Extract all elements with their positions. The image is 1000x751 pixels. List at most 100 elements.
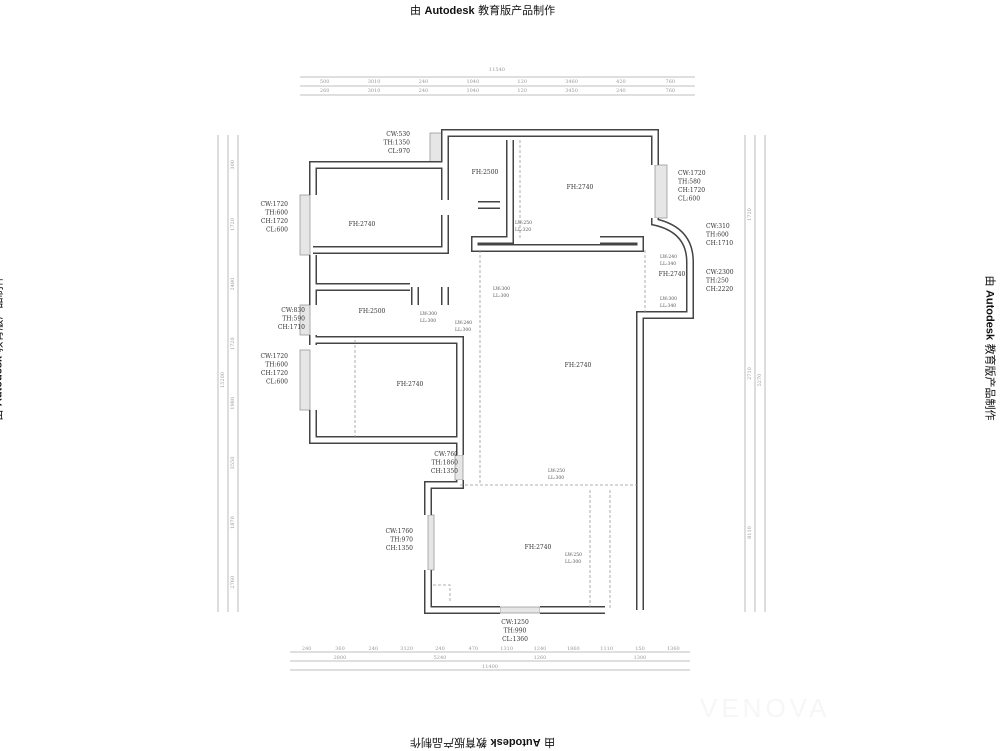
wall — [471, 140, 644, 252]
wall-core — [425, 480, 463, 515]
annotation-text: CW:310 — [706, 223, 730, 230]
dimension-total: 11540 — [489, 67, 505, 73]
annotation-text: FH:2740 — [349, 221, 376, 228]
annotation-text: CL:600 — [266, 379, 288, 386]
dimension-label: 3120 — [400, 646, 413, 652]
annotation-text: LW:250 — [565, 552, 582, 558]
dimension-label: 120 — [517, 79, 527, 85]
annotation-text: LL:300 — [455, 327, 471, 333]
annotation-text: FH:2740 — [525, 544, 552, 551]
dimension-label: 1720 — [230, 337, 236, 350]
dimension-label: 240 — [302, 646, 312, 652]
dimension-label: 420 — [616, 79, 626, 85]
dimension-label: 2480 — [230, 278, 236, 291]
annotation-text: TH:580 — [678, 179, 701, 186]
dimension-label: 3550 — [230, 457, 236, 470]
wall-core — [313, 215, 448, 253]
annotation-text: FH:2740 — [565, 362, 592, 369]
annotation-text: CH:1710 — [278, 324, 305, 331]
wall-core — [637, 218, 693, 610]
annotation-text: TH:600 — [706, 232, 729, 239]
wall-core — [310, 410, 463, 455]
dimension-label: 1040 — [466, 88, 479, 94]
partition-line — [433, 584, 451, 603]
annotation-text: LL:300 — [493, 293, 509, 299]
partition-lines — [354, 140, 646, 610]
annotation-text: LW:250 — [548, 468, 565, 474]
dimension-label: 500 — [320, 79, 330, 85]
wall-core — [313, 337, 463, 440]
dimension-labels: 11540 500 3010 240 1040 120 3460 420 760 260 3010 2… — [220, 67, 763, 670]
annotation-text: TH:1350 — [383, 140, 410, 147]
annotation-text: FH:2500 — [472, 169, 499, 176]
annotation-text: TH:590 — [282, 316, 305, 323]
dimension-label: 1360 — [667, 646, 680, 652]
annotation-text: CH:2220 — [706, 286, 733, 293]
annotation-text: CW:1250 — [501, 619, 529, 626]
dimension-label: 1860 — [567, 646, 580, 652]
annotation-text: LW:240 — [660, 254, 677, 260]
annotation-text: LL:300 — [565, 559, 581, 565]
dimension-label: 1310 — [500, 646, 513, 652]
watermark-suffix: 教育版产品制作 — [478, 4, 556, 17]
dimension-label: 1260 — [534, 655, 547, 661]
annotation-text: CH:1350 — [386, 545, 413, 552]
dimension-label: 1980 — [230, 397, 236, 410]
annotation-text: CH:1720 — [678, 187, 705, 194]
dimension-label: 1110 — [600, 646, 613, 652]
annotation-text: CL:600 — [266, 227, 288, 234]
window — [299, 304, 311, 336]
annotation-text: CW:2300 — [706, 269, 734, 276]
wall-core — [310, 130, 658, 195]
dimension-label: 1240 — [534, 646, 547, 652]
annotation-text: CH:1720 — [261, 370, 288, 377]
dimension-label: 120 — [517, 88, 527, 94]
dimension-label: 3450 — [565, 88, 578, 94]
annotation-text: CH:1720 — [261, 218, 288, 225]
annotation-text: LL:340 — [660, 261, 676, 267]
annotation-text: TH:970 — [390, 537, 413, 544]
annotation-text: CW:1720 — [678, 170, 706, 177]
dimension-label: 470 — [469, 646, 479, 652]
dimension-label: 360 — [335, 646, 345, 652]
dimension-label: 150 — [635, 646, 645, 652]
dimension-label: 240 — [435, 646, 445, 652]
dimension-label: 1040 — [466, 79, 479, 85]
annotation-text: CW:760 — [434, 451, 458, 458]
annotation-text: CW:830 — [281, 307, 305, 314]
dimension-total: 11400 — [482, 664, 498, 670]
annotation-text: CH:1350 — [431, 468, 458, 475]
dimension-label: 3010 — [368, 88, 381, 94]
dimension-label: 760 — [666, 88, 676, 94]
dimension-label: 240 — [369, 646, 379, 652]
annotation-text: LL:320 — [515, 227, 531, 233]
dimension-label: 3460 — [565, 79, 578, 85]
windows — [299, 132, 689, 614]
dimension-label: 260 — [320, 88, 330, 94]
faint-watermark: VENOVA — [700, 693, 831, 723]
annotation-text: CW:1720 — [260, 353, 288, 360]
wall — [309, 410, 464, 455]
dimension-label: 240 — [419, 88, 429, 94]
annotation-text: FH:2500 — [359, 308, 386, 315]
wall — [424, 570, 500, 614]
annotation-text: CW:1760 — [385, 528, 413, 535]
watermark-prefix: 由 — [410, 4, 421, 17]
annotation-text: LL:300 — [548, 475, 564, 481]
annotation-text: LW:300 — [493, 286, 510, 292]
dimension-label: 3010 — [368, 79, 381, 85]
dimension-label: 2710 — [747, 367, 753, 380]
annotation-text: CW:1720 — [260, 201, 288, 208]
dimension-total: 15200 — [220, 372, 226, 388]
annotation-text: TH:600 — [265, 362, 288, 369]
dimension-label: 760 — [666, 79, 676, 85]
wall-core — [472, 140, 643, 251]
window — [499, 606, 541, 614]
annotation-text: LW:300 — [660, 296, 677, 302]
annotation-text: CL:600 — [678, 196, 700, 203]
annotation-text: LL:300 — [420, 318, 436, 324]
dimension-label: 1870 — [230, 516, 236, 529]
dimension-label: 240 — [616, 88, 626, 94]
annotation-text: CL:970 — [388, 148, 410, 155]
annotation-text: CW:530 — [386, 131, 410, 138]
